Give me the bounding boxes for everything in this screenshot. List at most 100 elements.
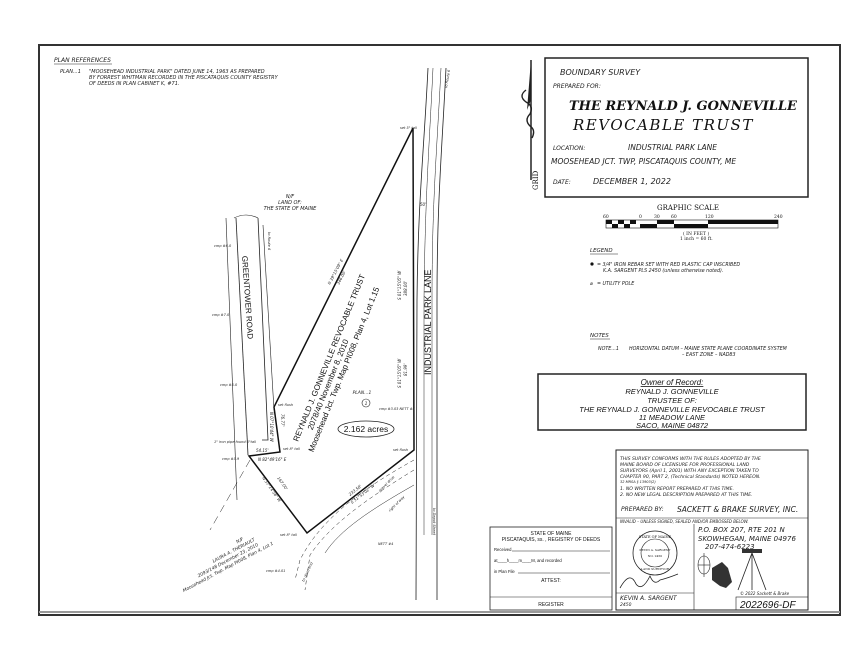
- note-line: HORIZONTAL DATUM – MAINE STATE PLANE COO…: [629, 346, 788, 352]
- abutter-label: N/F: [235, 536, 245, 545]
- plan-ref-id: PLAN...1: [60, 69, 81, 75]
- monument-label: NETT #4: [378, 542, 393, 546]
- seal-number: NO. 2450: [648, 554, 663, 558]
- cert-note: 2. NO NEW LEGAL DESCRIPTION PREPARED AT …: [620, 492, 753, 498]
- parcel-boundary: [247, 127, 415, 535]
- seal-outer-text: STATE OF MAINE: [639, 535, 672, 539]
- note-id: NOTE...1: [598, 346, 619, 352]
- graphic-scale-title: GRAPHIC SCALE: [657, 204, 719, 212]
- registry-plan-file: in Plan File: [494, 569, 515, 574]
- monument-label: cmp #5.0: [220, 383, 238, 387]
- registry-at: at____h____m____M, and recorded: [494, 558, 562, 563]
- scale-ratio: 1 inch = 60 ft.: [680, 236, 713, 242]
- state-land-label: THE STATE OF MAINE: [264, 206, 318, 212]
- location-value: INDUSTRIAL PARK LANE: [628, 143, 717, 152]
- monument-label: set flush: [393, 448, 408, 452]
- greentower-road-label: GREENTOWER ROAD: [240, 256, 255, 340]
- cert-line: SURVEYORS (April 1, 2001) WITH ANY EXCEP…: [620, 468, 759, 474]
- monument-label: set 5" tall: [400, 126, 417, 130]
- distance-label: 388.00': [403, 281, 408, 296]
- firm-name: SACKETT & BRAKE SURVEY, INC.: [677, 505, 798, 514]
- direction-label: to Depot Street: [432, 508, 436, 536]
- monument-label: set 8" tall: [280, 533, 297, 537]
- client-name-line2: REVOCABLE TRUST: [572, 116, 754, 134]
- owner-heading: Owner of Record:: [641, 378, 704, 387]
- registry-block: STATE OF MAINE PISCATAQUIS, ss. , REGIST…: [489, 526, 613, 611]
- prepared-by-label: PREPARED BY:: [621, 506, 664, 513]
- client-name-line1: THE REYNALD J. GONNEVILLE: [569, 99, 798, 114]
- scale-tick: 60: [603, 214, 609, 220]
- owner-street: 11 MEADOW LANE: [639, 413, 706, 422]
- grid-label: GRID: [532, 170, 540, 190]
- seal-name: KEVIN A. SARGENT: [639, 548, 670, 552]
- acreage-label: 2.162 acres: [344, 424, 388, 434]
- acreage-oval: [337, 420, 395, 438]
- plan-ref-number: 1: [365, 401, 368, 407]
- industrial-park-lane-west-edge: [415, 67, 429, 601]
- notes-heading: NOTES: [590, 333, 609, 339]
- owner-trust: THE REYNALD J. GONNEVILLE REVOCABLE TRUS…: [579, 405, 766, 414]
- invalid-notice: INVALID – UNLESS SIGNED, SEALED AND/OR E…: [620, 519, 749, 524]
- distance-label: 346.00': [335, 270, 347, 286]
- distance-label: 81.99': [403, 363, 408, 376]
- scale-tick: 60: [671, 214, 677, 220]
- monument-label: cmp #3.03 NETT #5: [379, 407, 416, 411]
- distance-label: 54.15': [256, 448, 269, 453]
- distance-label: 76.77': [280, 414, 285, 427]
- cert-note: 1. NO WRITTEN REPORT PREPARED AT THIS TI…: [620, 486, 734, 492]
- registry-county: PISCATAQUIS, ss. , REGISTRY OF DEEDS: [502, 537, 601, 543]
- abutter-deed: 2093/148 December 23, 2010: [197, 542, 260, 579]
- utility-pole-icon: ⌀: [590, 282, 593, 287]
- location-label: LOCATION:: [553, 145, 585, 152]
- town-value: MOOSEHEAD JCT. TWP, PISCATAQUIS COUNTY, …: [551, 157, 736, 166]
- compass-icon: [697, 553, 711, 577]
- title-block: BOUNDARY SURVEY PREPARED FOR: THE REYNAL…: [544, 57, 809, 198]
- scale-tick: 120: [705, 214, 714, 220]
- firm-address-2: SKOWHEGAN, MAINE 04976: [698, 535, 796, 543]
- date-label: DATE:: [553, 179, 571, 186]
- firm-address-1: P.O. BOX 207, RTE 201 N: [698, 526, 785, 534]
- registry-attest: ATTEST:: [541, 578, 561, 584]
- owner-of-record: Owner of Record: REYNALD J. GONNEVILLE T…: [537, 373, 807, 431]
- signature: [619, 573, 679, 589]
- direction-label: to Route 6: [444, 69, 451, 88]
- north-arrow-icon: GRID: [521, 60, 540, 190]
- bearing-label: N 82°49'16" E: [258, 457, 287, 462]
- driveway-label: gravel drive: [378, 475, 396, 493]
- survey-map: INDUSTRIAL PARK LANE GREENTOWER ROAD N/F…: [182, 67, 451, 601]
- cert-line: CHAPTER 90, PART 2, (Technical Standards…: [620, 474, 761, 480]
- surveyor-name: KEVIN A. SARGENT: [620, 595, 678, 602]
- legend-rebar-2: K.A. SARGENT PLS 2450 (unless otherwise …: [603, 268, 723, 274]
- monument-label: set flush: [278, 403, 293, 407]
- date-value: DECEMBER 1, 2022: [593, 177, 671, 186]
- direction-label: to Route 6: [267, 232, 271, 251]
- distance-label: 167.00': [276, 476, 289, 491]
- row-width-label: 50': [420, 202, 426, 207]
- monument-label: cmp #4.01: [266, 569, 285, 573]
- tripod-icon: [737, 549, 767, 591]
- industrial-park-lane-label: INDUSTRIAL PARK LANE: [423, 269, 433, 375]
- monument-label: cmp #7.0: [212, 313, 230, 317]
- legend-rebar: = 3/4" IRON REBAR SET WITH RED PLASTIC C…: [597, 262, 740, 268]
- monument-label: 1" iron pipe found 6"tall: [214, 440, 256, 444]
- prepared-for-label: PREPARED FOR:: [553, 83, 601, 90]
- bearing-label: S 01°15'05" W: [397, 358, 402, 388]
- scale-tick: 30: [654, 214, 660, 220]
- plan-ref-label: PLAN...1: [353, 390, 372, 396]
- cert-line: THIS SURVEY CONFORMS WITH THE RULES ADOP…: [620, 456, 761, 462]
- owner-city: SACO, MAINE 04872: [636, 421, 709, 430]
- surveyor-seal-icon: STATE OF MAINE KEVIN A. SARGENT NO. 2450…: [632, 530, 678, 576]
- bearing-label: S 01°15'05" W: [397, 270, 402, 300]
- survey-type: BOUNDARY SURVEY: [560, 68, 641, 77]
- legend-pole: = UTILITY POLE: [597, 281, 635, 287]
- scale-unit: ( IN FEET ): [683, 230, 709, 237]
- monument-label: set 8" tall: [283, 447, 300, 451]
- plan-ref-line: "MOOSEHEAD INDUSTRIAL PARK" DATED JUNE 1…: [89, 69, 265, 75]
- plan-references: PLAN REFERENCES PLAN...1 "MOOSEHEAD INDU…: [54, 57, 279, 87]
- rebar-symbol-icon: [590, 262, 594, 266]
- monument-label: cmp #6.0: [214, 244, 232, 248]
- cert-line: 32 MRSA § 13903(2): [620, 480, 656, 484]
- abutter-map: Moosehead Jct. Twp. Map PI008, Plan 4, L…: [182, 541, 275, 594]
- scale-tick: 240: [774, 214, 783, 220]
